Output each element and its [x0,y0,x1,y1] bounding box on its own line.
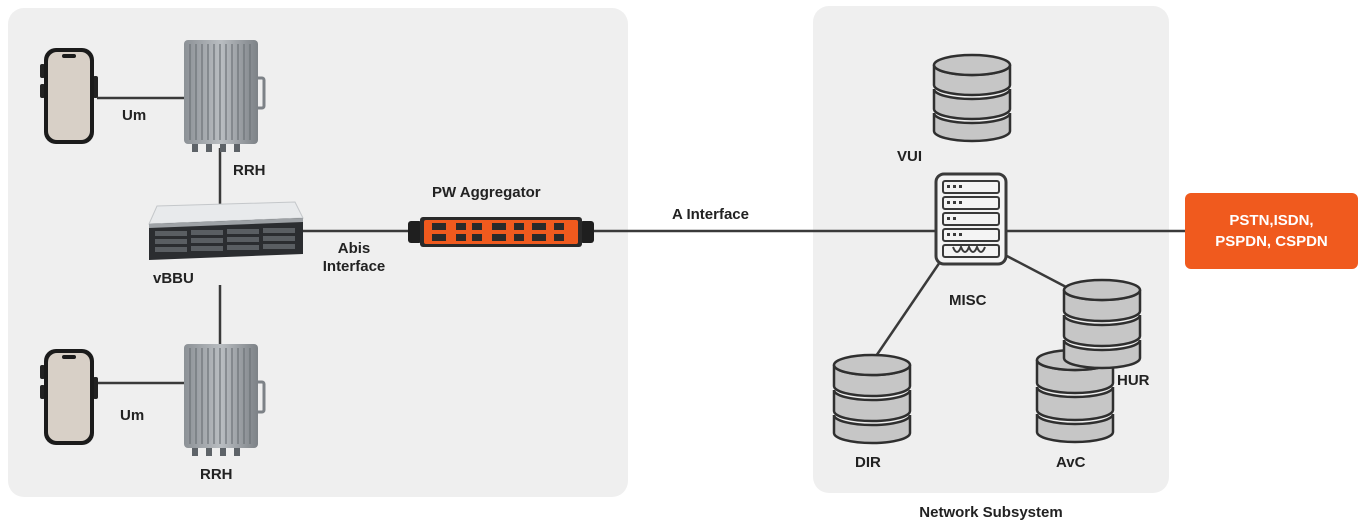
vbbu-label: vBBU [153,270,194,287]
pstn-label-line2: PSPDN, CSPDN [1215,233,1328,250]
radio-subsystem-panel [8,8,628,497]
rrh-label-top: RRH [233,162,266,179]
um-label-top: Um [122,107,147,124]
avc-label: AvC [1056,454,1086,471]
pstn-network-box: PSTN,ISDN, PSPDN, CSPDN [1185,193,1358,269]
database-icon [930,51,1014,148]
rrh-label-bottom: RRH [200,466,233,483]
abis-interface-label: Abis Interface [318,240,390,276]
smartphone-icon [38,347,100,452]
pstn-label-line1: PSTN,ISDN, [1229,212,1314,229]
remote-radio-head-icon [176,338,268,463]
pw-aggregator-label: PW Aggregator [432,184,541,201]
server-rack-icon [145,200,305,271]
vui-label: VUI [897,148,923,165]
smartphone-icon [38,46,100,151]
remote-radio-head-icon [176,34,268,159]
abis-label-line1: Abis [337,240,371,257]
network-subsystem-label: Network Subsystem [919,504,1063,521]
dir-label: DIR [855,454,881,471]
database-icon [830,351,914,452]
a-interface-label: A Interface [672,206,749,223]
hur-label: HUR [1117,372,1150,389]
database-icon [1060,276,1144,377]
abis-label-line2: Interface [322,258,386,275]
network-switch-icon [408,215,594,254]
misc-dir-link [870,261,942,363]
switching-cabinet-icon [933,171,1009,272]
um-label-bottom: Um [120,407,145,424]
misc-hur-link [1004,253,1069,290]
misc-label: MISC [949,292,987,309]
